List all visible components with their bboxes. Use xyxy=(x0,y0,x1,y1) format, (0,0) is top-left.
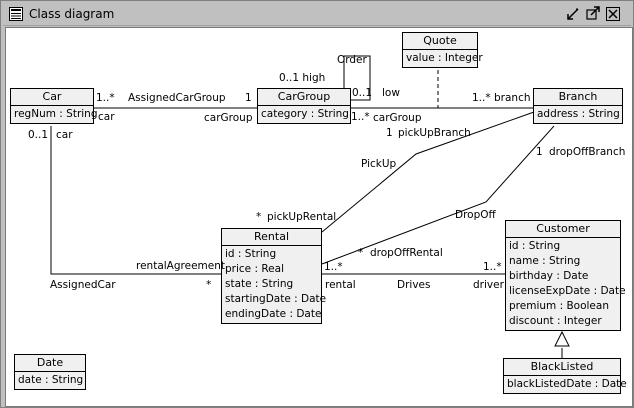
multiplicity-label: 1..* xyxy=(472,92,491,104)
attribute: licenseExpDate : Date xyxy=(509,285,626,297)
assoc-label-drives: Drives xyxy=(397,279,431,291)
multiplicity-label: * xyxy=(358,247,364,259)
class-quote[interactable]: Quote value : Integer xyxy=(402,32,483,68)
assoc-label-assigned-car-group: AssignedCarGroup xyxy=(128,92,226,104)
role-label-cargroup: carGroup xyxy=(373,112,422,124)
role-label-high: 0..1 high xyxy=(279,72,326,84)
title-bar: Class diagram xyxy=(3,3,631,26)
assoc-label-dropoff: DropOff xyxy=(455,209,496,221)
class-branch[interactable]: Branch address : String xyxy=(533,88,623,124)
attribute: endingDate : Date xyxy=(225,308,322,320)
class-name: CarGroup xyxy=(258,89,350,106)
multiplicity-label: 1..* xyxy=(96,92,115,104)
attribute: premium : Boolean xyxy=(509,300,609,312)
role-label-driver: driver xyxy=(473,279,504,291)
attribute: birthday : Date xyxy=(509,270,589,282)
attribute: state : String xyxy=(225,278,294,290)
assoc-order xyxy=(343,55,371,101)
assoc-label-order: Order xyxy=(337,54,367,66)
class-blacklisted[interactable]: BlackListed blackListedDate : Date xyxy=(503,358,627,394)
window-title: Class diagram xyxy=(29,7,115,21)
multiplicity-label: * xyxy=(256,211,262,223)
class-name: Customer xyxy=(506,221,620,238)
attribute: blackListedDate : Date xyxy=(507,378,627,390)
role-label-rental-agreement: rentalAgreement xyxy=(136,260,225,272)
maximize-icon[interactable] xyxy=(585,6,601,22)
role-label-car: car xyxy=(98,111,115,123)
class-name: BlackListed xyxy=(504,359,620,376)
association-lines xyxy=(50,55,570,358)
class-name: Branch xyxy=(534,89,622,106)
attribute: id : String xyxy=(225,248,277,260)
multiplicity-label: 1..* xyxy=(483,261,502,273)
attribute: date : String xyxy=(18,374,84,386)
role-label-branch: branch xyxy=(494,92,531,104)
multiplicity-label: 1 xyxy=(386,127,393,139)
role-label-pickup-branch: pickUpBranch xyxy=(398,127,471,139)
multiplicity-label: 0..1 xyxy=(352,87,373,99)
multiplicity-label: 1..* xyxy=(351,111,370,123)
role-label-cargroup: carGroup xyxy=(204,112,253,124)
role-label-car: car xyxy=(56,129,73,141)
role-label-dropoff-rental: dropOffRental xyxy=(370,247,443,259)
role-label-low: low xyxy=(382,87,400,99)
diagram-icon xyxy=(9,7,23,21)
attribute: category : String xyxy=(261,108,349,120)
attribute: price : Real xyxy=(225,263,284,275)
class-name: Car xyxy=(11,89,93,106)
assoc-label-pickup: PickUp xyxy=(361,158,397,170)
assoc-pickup xyxy=(321,111,535,233)
class-date[interactable]: Date date : String xyxy=(14,354,86,390)
class-cargroup[interactable]: CarGroup category : String xyxy=(257,88,351,124)
role-label-rental: rental xyxy=(325,279,356,291)
attribute: address : String xyxy=(537,108,620,120)
assoc-dropoff xyxy=(321,125,555,265)
class-name: Date xyxy=(15,355,85,372)
multiplicity-label: 1 xyxy=(245,92,252,104)
attribute: regNum : String xyxy=(14,108,98,120)
close-icon[interactable] xyxy=(605,6,621,22)
diagram-canvas[interactable]: Quote value : Integer Car regNum : Strin… xyxy=(5,27,633,407)
attribute: startingDate : Date xyxy=(225,293,327,305)
class-rental[interactable]: Rental id : String price : Real state : … xyxy=(221,228,327,324)
assoc-assigned-car xyxy=(50,126,222,275)
assoc-label-assigned-car: AssignedCar xyxy=(50,279,116,291)
role-label-pickup-rental: pickUpRental xyxy=(267,211,337,223)
multiplicity-label: 1 xyxy=(536,146,543,158)
attribute: name : String xyxy=(509,255,581,267)
attribute: discount : Integer xyxy=(509,315,602,327)
multiplicity-label: 0..1 xyxy=(28,129,49,141)
role-label-dropoff-branch: dropOffBranch xyxy=(549,146,626,158)
class-car[interactable]: Car regNum : String xyxy=(10,88,98,124)
class-name: Quote xyxy=(403,33,477,50)
multiplicity-label: * xyxy=(206,279,212,291)
attribute: id : String xyxy=(509,240,561,252)
class-customer[interactable]: Customer id : String name : String birth… xyxy=(505,220,626,331)
class-name: Rental xyxy=(222,229,321,246)
multiplicity-label: 1..* xyxy=(324,261,343,273)
generalization-arrow xyxy=(554,330,570,347)
minimize-icon[interactable] xyxy=(565,6,581,22)
attribute: value : Integer xyxy=(406,52,483,64)
